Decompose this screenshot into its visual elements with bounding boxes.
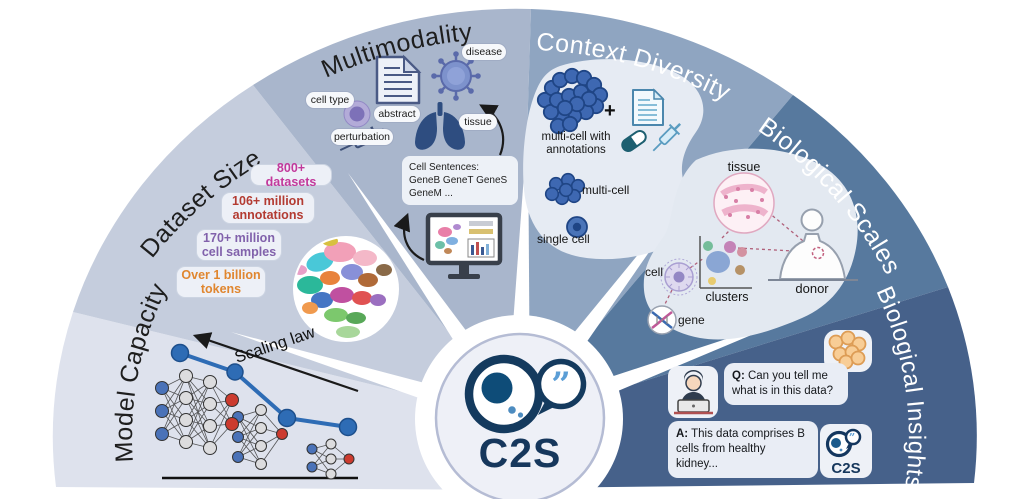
tissue-histology-icon [713, 172, 775, 234]
neural-network-icons [155, 369, 355, 480]
cell-cluster-card [824, 330, 872, 372]
syringe-icon-context [652, 122, 682, 152]
cell-scale-icon [660, 258, 698, 296]
single-cell-icon [566, 216, 588, 238]
scaling-law-plot [162, 332, 359, 480]
lungs-icon [415, 102, 465, 150]
clusters-scatter-icon [699, 236, 752, 289]
c2s-mini-logo-card: ” C2S [820, 424, 872, 478]
biological-scales-panel [643, 148, 858, 340]
monitor-icon [425, 212, 503, 279]
c2s-mini-logo-text: C2S [831, 460, 860, 477]
abstract-document-icon [375, 54, 422, 105]
curved-arrow-monitor [393, 212, 425, 262]
person-laptop-card [668, 366, 718, 418]
sector-dataset-size [73, 85, 518, 420]
dna-icon [647, 305, 677, 335]
svg-text:”: ” [849, 431, 855, 444]
sector-multimodality [253, 8, 531, 420]
quote-marks-icon: ” [551, 365, 571, 405]
donor-silhouette-icon [768, 208, 858, 281]
sector-model-capacity [52, 312, 520, 490]
umap-plot-icon [293, 236, 399, 342]
c2s-logo-text: C2S [479, 430, 562, 476]
multi-cell-annotated-cluster-icon [536, 67, 609, 135]
annotation-document-icon [632, 88, 665, 126]
c2s-logo: ” C2S [434, 332, 606, 499]
cell-type-icon [343, 100, 371, 128]
curved-arrow-multimodality [479, 104, 505, 156]
pill-icon [621, 129, 647, 153]
multi-cell-cluster-icon [544, 172, 586, 206]
